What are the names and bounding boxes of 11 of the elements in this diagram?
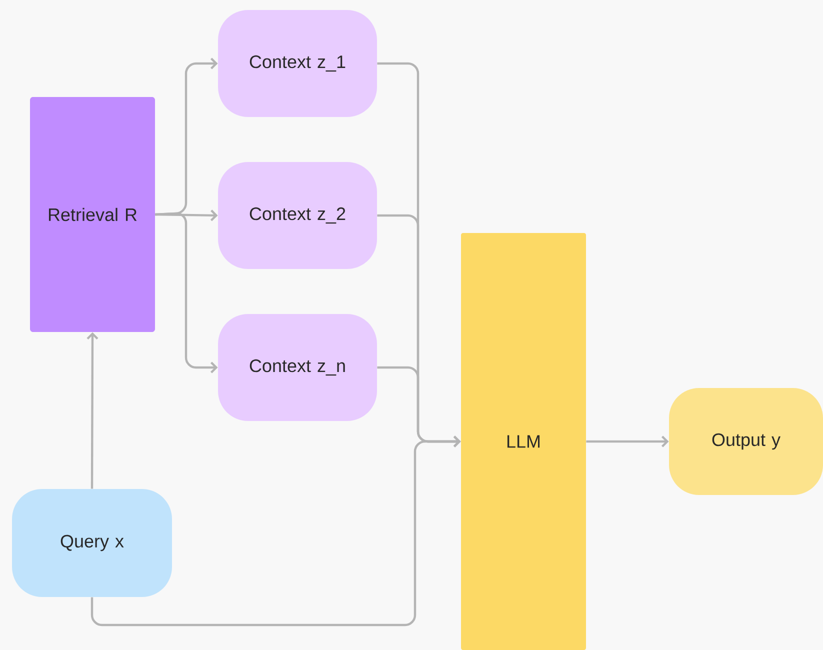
output-box: Output y <box>669 388 823 495</box>
context-box: Context z_n <box>218 314 377 421</box>
arrow <box>155 212 218 374</box>
arrow <box>586 436 669 448</box>
query-box: Query x <box>12 489 172 597</box>
retrieval-box: Retrieval R <box>30 97 155 332</box>
llm-box: LLM <box>461 233 586 650</box>
context-box: Context z_2 <box>218 162 377 269</box>
arrow <box>90 436 461 626</box>
arrow <box>86 332 98 489</box>
context-box: Context z_1 <box>218 10 377 117</box>
